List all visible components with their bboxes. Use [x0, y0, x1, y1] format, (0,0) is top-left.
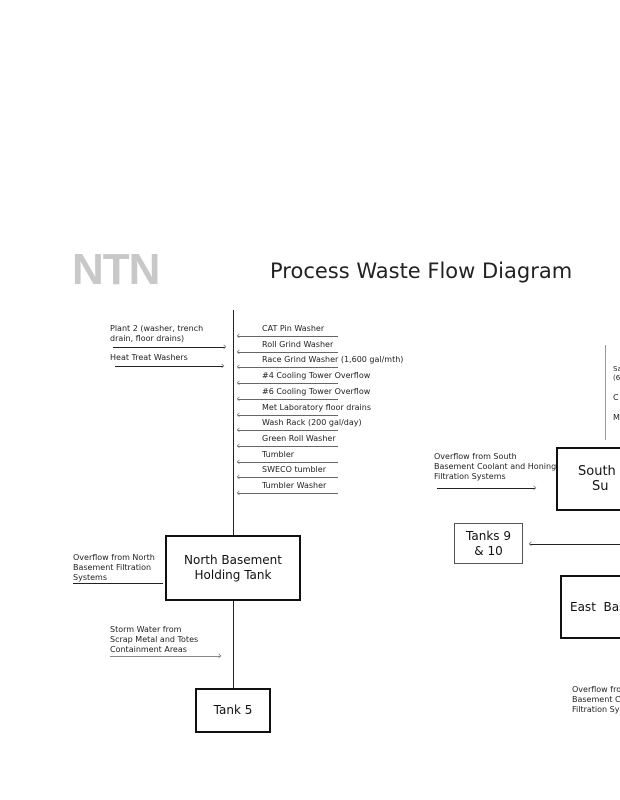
east-basement-box: East Base — [560, 575, 620, 639]
partial-label: C — [613, 393, 619, 402]
input-source-label: #6 Cooling Tower Overflow — [262, 386, 371, 396]
south-overflow-2: Basement Coolant and Honing — [434, 462, 557, 471]
tank-5-box: Tank 5 — [195, 688, 271, 733]
heat-treat-label: Heat Treat Washers — [110, 353, 188, 362]
flow-line-to-tank5 — [233, 600, 234, 688]
south-basement-sump-box: South B Su — [556, 447, 620, 511]
input-arrow — [236, 423, 338, 436]
input-source-label: SWECO tumbler — [262, 465, 326, 475]
south-box-line1: South B — [578, 464, 620, 479]
input-arrow — [236, 392, 338, 405]
input-arrow — [236, 360, 338, 373]
tanks-9-10-box: Tanks 9 & 10 — [454, 523, 523, 564]
tanks9-line1: Tanks 9 — [466, 528, 511, 543]
east-overflow-2: Basement Co — [572, 695, 620, 704]
south-overflow-3: Filtration Systems — [434, 472, 506, 481]
partial-label: M — [613, 413, 620, 422]
input-arrow — [236, 345, 338, 358]
input-source-label: Met Laboratory floor drains — [262, 402, 372, 412]
storm-water-3: Containment Areas — [110, 645, 187, 654]
input-arrow — [236, 486, 338, 499]
plant2-label-2: drain, floor drains) — [110, 334, 185, 343]
north-box-line2: Holding Tank — [194, 568, 272, 582]
partial-label: Sa — [613, 365, 620, 373]
tanks9-line2: & 10 — [474, 543, 503, 558]
input-source-label: Wash Rack (200 gal/day) — [262, 418, 362, 428]
input-source-label: Tumbler — [262, 449, 295, 459]
input-source-label: #4 Cooling Tower Overflow — [262, 371, 371, 381]
storm-water-arrow — [110, 649, 222, 662]
input-arrow — [236, 329, 338, 342]
north-overflow-1: Overflow from North — [73, 553, 155, 562]
input-source-label: Race Grind Washer (1,600 gal/mth) — [262, 355, 404, 365]
north-basement-holding-tank: North Basement Holding Tank — [165, 535, 301, 601]
plant2-arrow — [113, 340, 227, 353]
input-arrow — [236, 470, 338, 483]
input-arrow — [236, 408, 338, 421]
north-overflow-2: Basement Filtration — [73, 563, 152, 572]
east-box-label: East Base — [570, 599, 620, 614]
east-overflow-1: Overflow fron — [572, 685, 620, 694]
input-source-label: Tumbler Washer — [262, 481, 327, 490]
south-box-line2: Su — [592, 479, 609, 494]
tanks-9-10-arrow — [528, 537, 620, 550]
input-source-label: Roll Grind Washer — [262, 339, 334, 349]
input-arrow — [236, 376, 338, 389]
partial-label: (6 — [613, 374, 620, 382]
input-arrow — [236, 455, 338, 468]
east-overflow-3: Filtration Syst — [572, 705, 620, 714]
storm-water-1: Storm Water from — [110, 625, 182, 634]
input-arrow — [236, 439, 338, 452]
storm-water-2: Scrap Metal and Totes — [110, 635, 199, 644]
south-input-line — [605, 345, 606, 440]
plant2-label-1: Plant 2 (washer, trench — [110, 324, 204, 333]
north-overflow-3: Systems — [73, 573, 107, 582]
tank5-label: Tank 5 — [213, 703, 253, 717]
heat-treat-arrow — [115, 359, 225, 372]
logo-text: NTN — [72, 245, 160, 294]
page-title: Process Waste Flow Diagram — [270, 259, 573, 283]
main-flow-line — [233, 310, 234, 535]
north-overflow-line — [73, 583, 163, 584]
south-overflow-arrow — [437, 481, 537, 494]
input-source-label: Green Roll Washer — [262, 433, 336, 443]
south-overflow-1: Overflow from South — [434, 452, 517, 461]
ntn-logo: NTN — [72, 244, 160, 300]
input-source-label: CAT Pin Washer — [262, 324, 325, 333]
north-box-line1: North Basement — [184, 553, 282, 567]
